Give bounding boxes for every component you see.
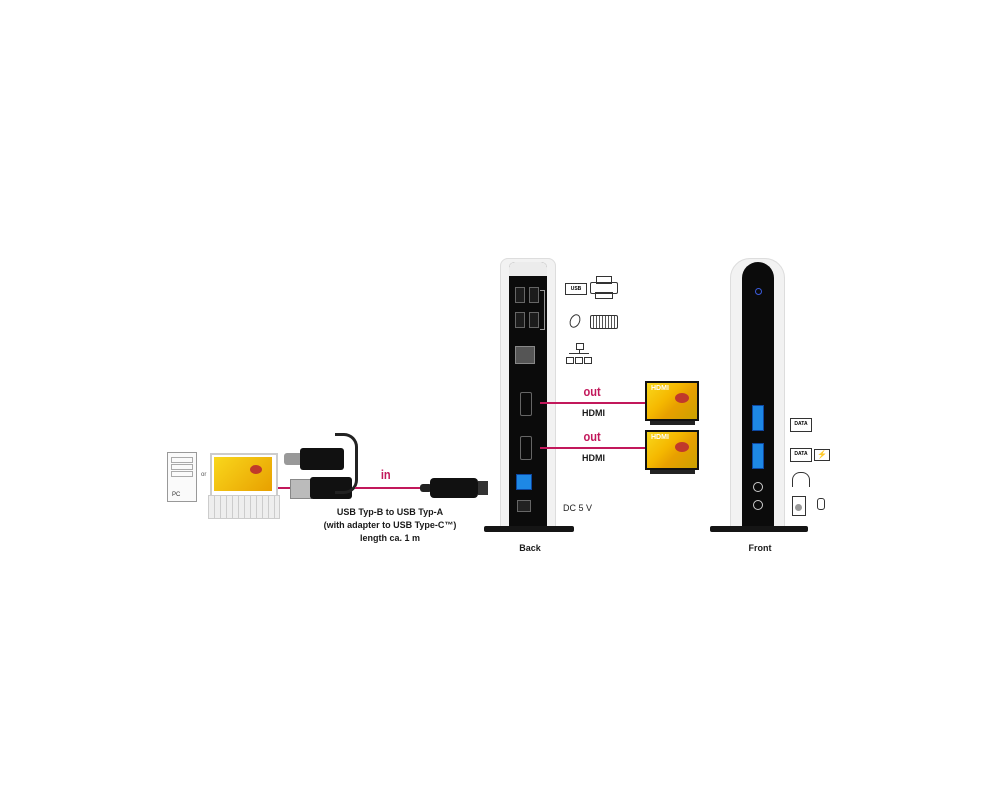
usb-bracket — [540, 290, 545, 330]
hdmi-label-1: HDMI — [582, 408, 605, 418]
out-label-1: out — [583, 384, 601, 399]
cable-laptop-to-plug — [278, 487, 292, 489]
cable-description-line-1: USB Typ-B to USB Typ-A — [336, 507, 444, 517]
keyboard-icon — [590, 315, 618, 329]
or-label: or — [201, 472, 207, 478]
cable-in — [355, 487, 425, 489]
front-usb3-port-2 — [752, 443, 764, 469]
mic-jack — [753, 500, 763, 510]
usb-b-upstream-port — [516, 474, 532, 490]
speaker-icon — [792, 496, 806, 516]
adapter-loop-cable — [335, 433, 358, 494]
front-usb3-port-1 — [752, 405, 764, 431]
power-led-icon — [755, 288, 762, 295]
back-caption: Back — [519, 543, 541, 553]
hdmi-cable-2 — [540, 447, 645, 449]
printer-icon — [590, 276, 618, 299]
back-usb-port-2 — [529, 287, 539, 303]
cable-description-line-3: length ca. 1 m — [359, 533, 421, 543]
charging-battery-icon: ⚡ — [814, 449, 830, 461]
monitor-1-screen: HDMI — [645, 381, 699, 421]
data-folder-icon-1: DATA — [790, 418, 812, 432]
mouse-icon — [567, 312, 583, 330]
out-label-2: out — [583, 429, 601, 444]
dc-in-port — [517, 500, 531, 512]
monitor-2-screen: HDMI — [645, 430, 699, 470]
headset-icon — [792, 472, 810, 487]
usb-c-adapter-icon — [284, 448, 344, 470]
microphone-icon — [817, 498, 825, 510]
back-usb-port-1 — [515, 287, 525, 303]
monitor-2-stand — [650, 470, 695, 474]
dock-back-stand — [484, 526, 574, 532]
hdmi-port-1 — [520, 392, 532, 416]
pc-tower-icon: PC — [167, 452, 197, 502]
monitor-1-stand — [650, 421, 695, 425]
data-folder-icon-2: DATA — [790, 448, 812, 462]
pc-label: PC — [172, 492, 181, 498]
back-usb-port-3 — [515, 312, 525, 328]
usb-b-plug-icon — [420, 476, 490, 500]
ethernet-port — [515, 346, 535, 364]
dock-front-stand — [710, 526, 808, 532]
hdmi-port-2 — [520, 436, 532, 460]
cable-description: USB Typ-B to USB Typ-A (with adapter to … — [320, 506, 460, 545]
front-caption: Front — [748, 543, 772, 553]
cable-description-line-2: (with adapter to USB Type-C™) — [323, 520, 457, 530]
back-usb-port-4 — [529, 312, 539, 328]
dc-power-label: DC 5 V — [563, 503, 593, 513]
hdmi-label-2: HDMI — [582, 453, 605, 463]
network-icon — [566, 343, 592, 365]
headphone-jack — [753, 482, 763, 492]
hdmi-cable-1 — [540, 402, 645, 404]
usb-stick-icon: USB — [565, 283, 587, 295]
laptop-icon — [208, 453, 280, 519]
in-label: in — [380, 467, 391, 482]
